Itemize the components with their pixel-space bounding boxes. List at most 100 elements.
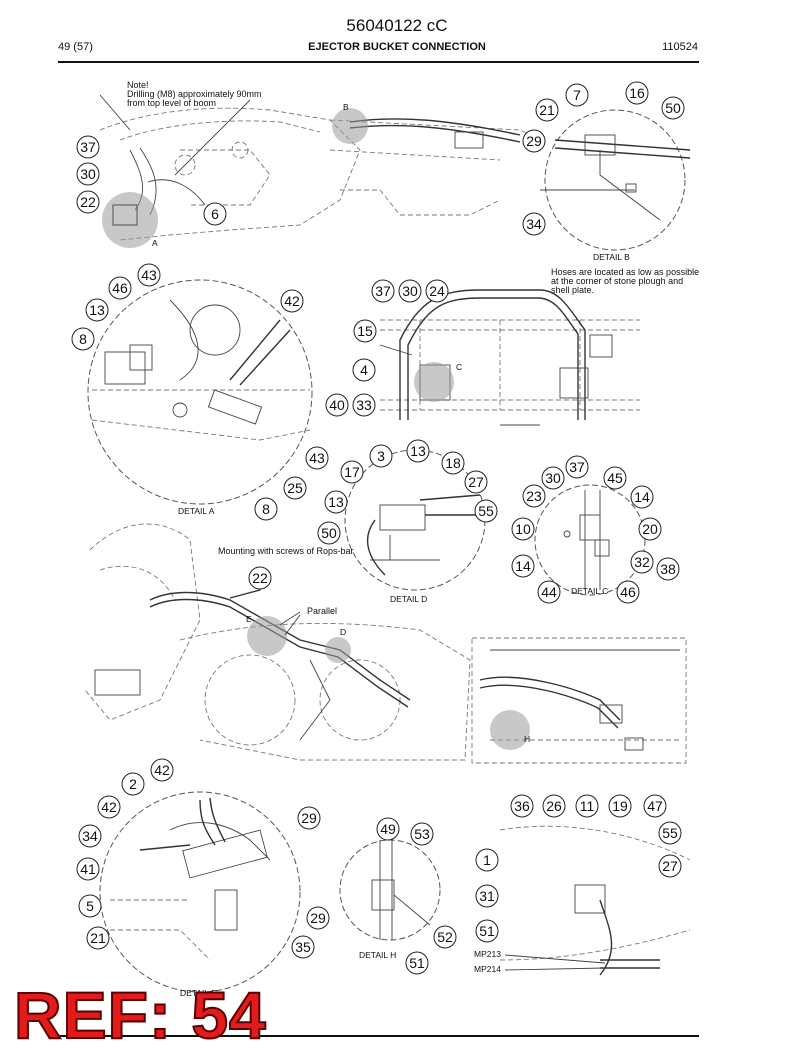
callout-number: 55 — [478, 503, 494, 519]
callout-number: 29 — [310, 910, 326, 926]
callout-number: 17 — [344, 464, 360, 480]
callout-circle — [658, 821, 682, 845]
detail-c-label: DETAIL C — [571, 586, 608, 596]
callout-number: 37 — [80, 139, 96, 155]
hoses-note-line3: shell plate. — [551, 285, 594, 295]
callout-13: 13 — [406, 439, 430, 463]
callout-circle — [340, 460, 364, 484]
callout-circle — [625, 81, 649, 105]
callout-number: 45 — [607, 470, 623, 486]
callout-52: 52 — [433, 925, 457, 949]
callout-circle — [658, 854, 682, 878]
header-rule — [58, 61, 699, 63]
callout-number: 16 — [629, 85, 645, 101]
callout-number: 42 — [154, 762, 170, 778]
callout-circle — [398, 279, 422, 303]
callout-circle — [76, 857, 100, 881]
callout-4: 4 — [352, 358, 376, 382]
callout-14: 14 — [511, 554, 535, 578]
callout-circle — [643, 794, 667, 818]
callout-8: 8 — [254, 497, 278, 521]
callout-43: 43 — [305, 446, 329, 470]
callout-circle — [352, 358, 376, 382]
callout-number: 29 — [301, 810, 317, 826]
callout-21: 21 — [535, 98, 559, 122]
callout-circle — [405, 951, 429, 975]
zone-letter-c: C — [456, 362, 462, 372]
detail-b-label: DETAIL B — [593, 252, 630, 262]
callout-circle — [474, 499, 498, 523]
callout-34: 34 — [522, 212, 546, 236]
detail-h-view — [339, 839, 441, 941]
callout-25: 25 — [283, 476, 307, 500]
page-number: 49 (57) — [58, 41, 93, 53]
callout-circle — [522, 212, 546, 236]
callout-41: 41 — [76, 857, 100, 881]
callout-55: 55 — [658, 821, 682, 845]
callout-32: 32 — [630, 550, 654, 574]
callout-number: 13 — [328, 494, 344, 510]
callout-number: 36 — [514, 798, 530, 814]
detail-e-view — [99, 791, 301, 993]
callout-19: 19 — [608, 794, 632, 818]
callout-number: 51 — [479, 923, 495, 939]
callout-circle — [248, 566, 272, 590]
callout-2: 2 — [121, 772, 145, 796]
callout-circle — [121, 772, 145, 796]
callout-number: 24 — [429, 283, 445, 299]
callout-number: 14 — [515, 558, 531, 574]
callout-number: 55 — [662, 825, 678, 841]
callout-circle — [522, 484, 546, 508]
callout-circle — [150, 758, 174, 782]
callout-30: 30 — [76, 162, 100, 186]
callout-circle — [291, 935, 315, 959]
callout-circle — [475, 919, 499, 943]
callout-circle — [535, 98, 559, 122]
detail-a-view — [87, 279, 313, 505]
callout-number: 31 — [479, 888, 495, 904]
callout-number: 14 — [634, 489, 650, 505]
callout-number: 13 — [410, 443, 426, 459]
callout-circle — [325, 393, 349, 417]
callout-circle — [522, 129, 546, 153]
callout-51: 51 — [475, 919, 499, 943]
callout-circle — [638, 517, 662, 541]
zone-c-highlight — [414, 362, 454, 402]
callout-circle — [71, 327, 95, 351]
callout-circle — [324, 490, 348, 514]
callout-number: 34 — [82, 828, 98, 844]
callout-40: 40 — [325, 393, 349, 417]
callout-number: 37 — [375, 283, 391, 299]
callout-5: 5 — [78, 894, 102, 918]
callout-circle — [656, 557, 680, 581]
callout-50: 50 — [317, 521, 341, 545]
callout-10: 10 — [511, 517, 535, 541]
callout-18: 18 — [441, 451, 465, 475]
callout-number: 3 — [377, 448, 385, 464]
callout-circle — [76, 162, 100, 186]
detail-c-view — [534, 484, 646, 596]
callout-circle — [475, 884, 499, 908]
callout-number: 38 — [660, 561, 676, 577]
callout-14: 14 — [630, 485, 654, 509]
callout-number: 11 — [580, 798, 595, 814]
zone-letter-e: E — [246, 614, 252, 624]
hose-code-mp213: MP213 — [474, 949, 501, 959]
callout-circle — [433, 925, 457, 949]
callout-42: 42 — [150, 758, 174, 782]
callout-circle — [406, 439, 430, 463]
detail-d-label: DETAIL D — [390, 594, 427, 604]
callout-circle — [376, 817, 400, 841]
hoses-note-line1: Hoses are located as low as possible — [551, 267, 699, 277]
callout-53: 53 — [410, 822, 434, 846]
callout-number: 23 — [526, 488, 542, 504]
callout-number: 19 — [612, 798, 628, 814]
callout-13: 13 — [324, 490, 348, 514]
callout-circle — [608, 794, 632, 818]
callout-number: 21 — [539, 102, 555, 118]
callout-number: 8 — [79, 331, 87, 347]
callout-number: 47 — [647, 798, 663, 814]
callout-circle — [511, 517, 535, 541]
callout-circle — [203, 202, 227, 226]
hose-code-mp214: MP214 — [474, 964, 501, 974]
